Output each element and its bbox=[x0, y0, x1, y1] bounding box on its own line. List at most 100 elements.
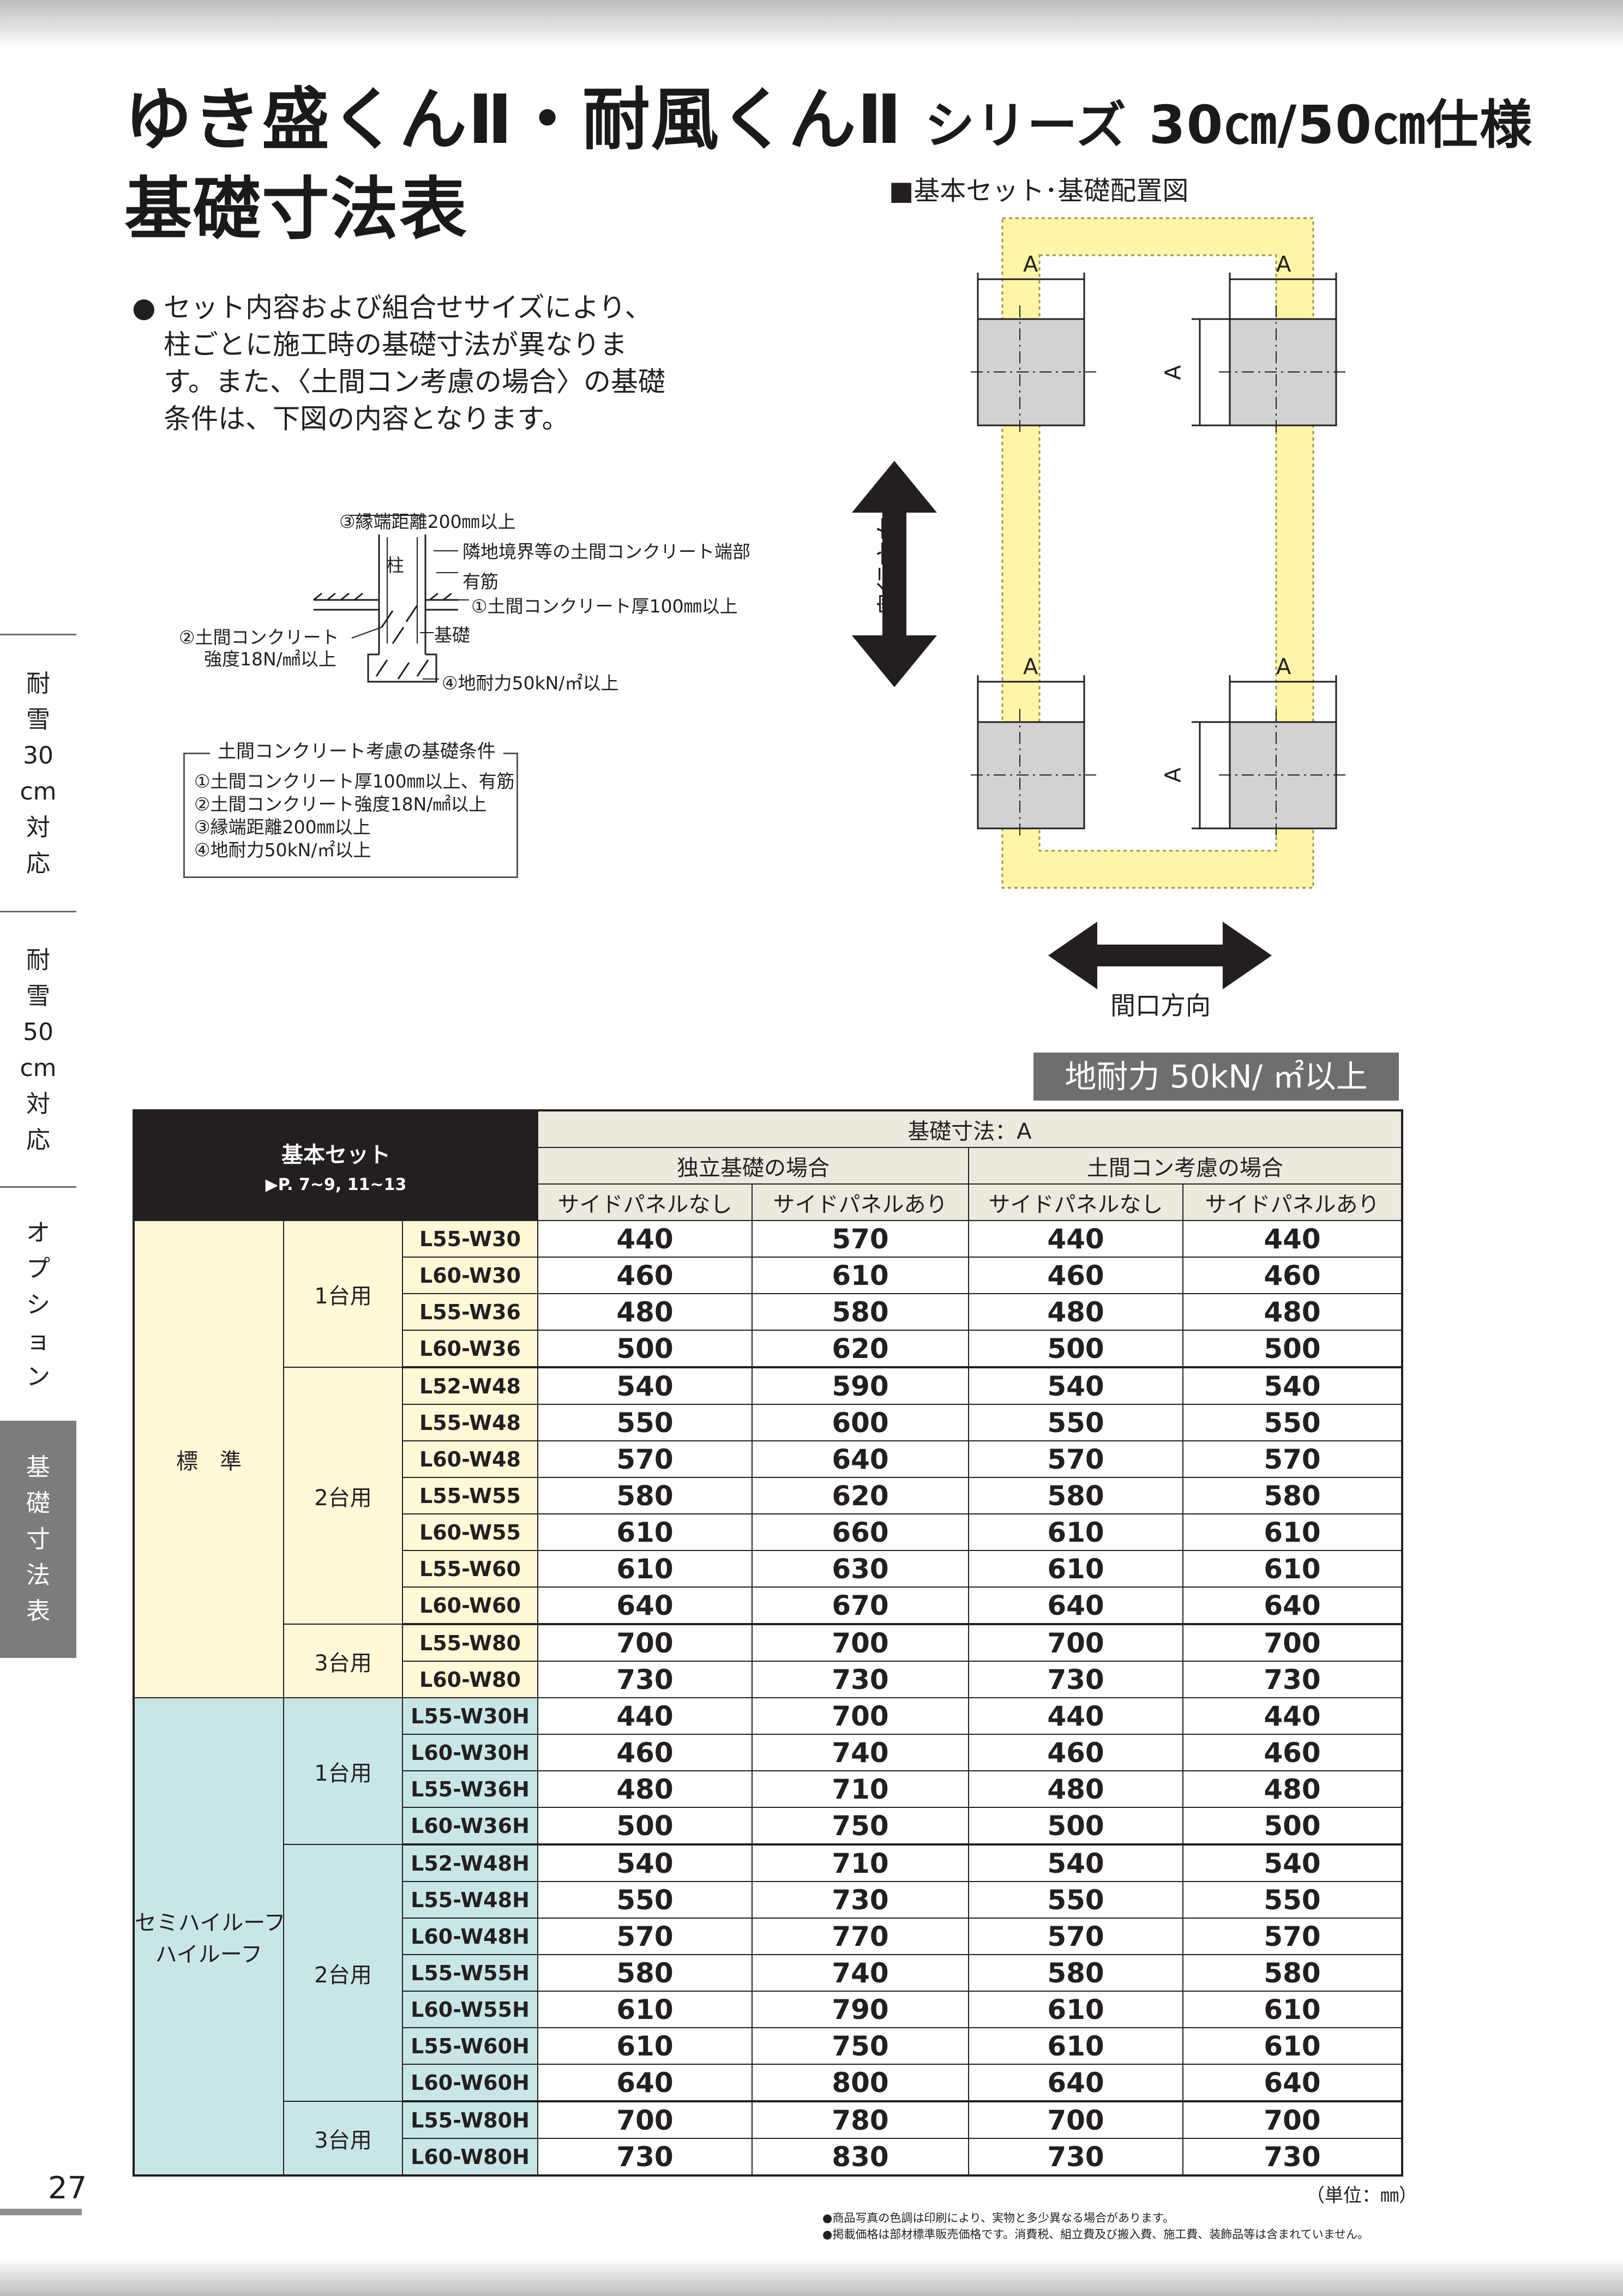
model-cell: L60-W48 bbox=[402, 1440, 538, 1478]
side-tab[interactable]: オプション bbox=[0, 1186, 76, 1422]
value-cell: 640 bbox=[1182, 1586, 1403, 1625]
value-cell: 700 bbox=[1182, 1623, 1403, 1662]
page-number: 27 bbox=[48, 2171, 87, 2206]
value-cell: 480 bbox=[968, 1770, 1183, 1808]
value-cell: 700 bbox=[1182, 2100, 1403, 2139]
value-cell: 710 bbox=[752, 1770, 969, 1808]
condition-item: ③縁端距離200㎜以上 bbox=[194, 816, 371, 838]
value-cell: 730 bbox=[537, 2138, 753, 2176]
value-cell: 440 bbox=[1182, 1220, 1403, 1258]
value-cell: 440 bbox=[1182, 1697, 1403, 1735]
value-cell: 500 bbox=[537, 1330, 753, 1368]
label-post: 柱 bbox=[386, 555, 404, 576]
value-cell: 580 bbox=[537, 1954, 753, 1992]
footer-notes: ●商品写真の色調は印刷により、実物と多少異なる場合があります。 ●掲載価格は部材… bbox=[822, 2210, 1369, 2243]
depth-arrow bbox=[852, 461, 937, 687]
value-cell: 610 bbox=[968, 2027, 1183, 2065]
dim-label-a: A bbox=[1276, 252, 1291, 277]
side-tab-char: 応 bbox=[26, 1126, 50, 1154]
value-cell: 730 bbox=[752, 1661, 969, 1698]
value-cell: 610 bbox=[752, 1257, 969, 1294]
label-foundation: 基礎 bbox=[434, 624, 470, 646]
value-cell: 550 bbox=[537, 1881, 753, 1919]
value-cell: 740 bbox=[752, 1734, 969, 1771]
model-cell: L60-W60H bbox=[402, 2064, 538, 2102]
value-cell: 610 bbox=[1182, 1550, 1403, 1588]
value-cell: 480 bbox=[1182, 1770, 1403, 1808]
conditions-title: 土間コンクリート考慮の基礎条件 bbox=[210, 736, 503, 763]
value-cell: 440 bbox=[537, 1697, 753, 1735]
value-cell: 500 bbox=[968, 1330, 1183, 1368]
value-cell: 480 bbox=[537, 1770, 753, 1808]
side-tab-char: 雪 bbox=[26, 706, 50, 734]
value-cell: 500 bbox=[537, 1807, 753, 1845]
value-cell: 540 bbox=[1182, 1843, 1403, 1882]
model-cell: L52-W48 bbox=[402, 1366, 538, 1405]
value-cell: 640 bbox=[968, 1586, 1183, 1625]
value-cell: 700 bbox=[752, 1623, 969, 1662]
side-tab-char: 基 bbox=[26, 1453, 50, 1481]
header-slab: 土間コン考慮の場合 bbox=[968, 1147, 1403, 1185]
value-cell: 770 bbox=[752, 1918, 969, 1955]
side-tab-char: 表 bbox=[26, 1597, 50, 1625]
value-cell: 640 bbox=[752, 1440, 969, 1478]
side-tab-char: cm bbox=[20, 1054, 57, 1082]
value-cell: 610 bbox=[968, 1550, 1183, 1588]
side-tab-char: 50 bbox=[23, 1018, 53, 1046]
count-cell: 1台用 bbox=[283, 1697, 403, 1845]
value-cell: 500 bbox=[968, 1807, 1183, 1845]
side-tab-char: ン bbox=[26, 1363, 50, 1391]
value-cell: 610 bbox=[1182, 1513, 1403, 1551]
dim-label-a: A bbox=[1023, 252, 1038, 277]
side-tab-char: 対 bbox=[26, 1090, 50, 1118]
side-tab-char: cm bbox=[20, 778, 57, 806]
value-cell: 500 bbox=[1182, 1807, 1403, 1845]
foundation-size-table: 基本セット ▶P. 7~9, 11~13 基礎寸法：A 独立基礎の場合 土間コン… bbox=[133, 1109, 1403, 2177]
condition-item: ②土間コンクリート強度18N/㎟以上 bbox=[194, 794, 487, 815]
count-cell: 3台用 bbox=[283, 1624, 403, 1698]
side-tab-char: 雪 bbox=[26, 982, 50, 1010]
model-cell: L55-W80 bbox=[402, 1623, 538, 1662]
side-tab-char: 法 bbox=[26, 1561, 50, 1589]
side-tab[interactable]: 基礎寸法表 bbox=[0, 1421, 76, 1658]
value-cell: 440 bbox=[968, 1697, 1183, 1735]
value-cell: 580 bbox=[752, 1293, 969, 1331]
model-cell: L55-W36 bbox=[402, 1293, 538, 1331]
group-name: セミハイルーフ bbox=[135, 1910, 286, 1936]
value-cell: 460 bbox=[968, 1734, 1183, 1771]
header-with-panel: サイドパネルあり bbox=[1182, 1183, 1403, 1221]
side-tab-char: 対 bbox=[26, 814, 50, 842]
conditions-list: ①土間コンクリート厚100㎜以上、有筋 ②土間コンクリート強度18N/㎟以上 ③… bbox=[194, 770, 515, 862]
count-cell: 3台用 bbox=[283, 2101, 403, 2176]
footer-note: ●商品写真の色調は印刷により、実物と多少異なる場合があります。 bbox=[822, 2211, 1174, 2225]
value-cell: 610 bbox=[1182, 2027, 1403, 2065]
model-cell: L60-W80H bbox=[402, 2138, 538, 2176]
model-cell: L60-W80 bbox=[402, 1661, 538, 1698]
value-cell: 700 bbox=[968, 1623, 1183, 1662]
value-cell: 570 bbox=[537, 1440, 753, 1478]
value-cell: 730 bbox=[968, 1661, 1183, 1698]
value-cell: 620 bbox=[752, 1330, 969, 1368]
condition-item: ④地耐力50kN/㎡以上 bbox=[194, 839, 371, 861]
model-cell: L60-W30 bbox=[402, 1257, 538, 1294]
model-cell: L60-W48H bbox=[402, 1918, 538, 1955]
description: ● セット内容および組合せサイズにより、柱ごとに施工時の基礎寸法が異なります。ま… bbox=[132, 289, 676, 437]
value-cell: 750 bbox=[752, 1807, 969, 1845]
value-cell: 710 bbox=[752, 1843, 969, 1882]
top-gradient-bar bbox=[0, 0, 1623, 49]
header-no-panel: サイドパネルなし bbox=[968, 1183, 1183, 1221]
dim-label-a: A bbox=[1161, 767, 1186, 783]
value-cell: 620 bbox=[752, 1477, 969, 1514]
label-thickness: ①土間コンクリート厚100㎜以上 bbox=[471, 596, 738, 617]
